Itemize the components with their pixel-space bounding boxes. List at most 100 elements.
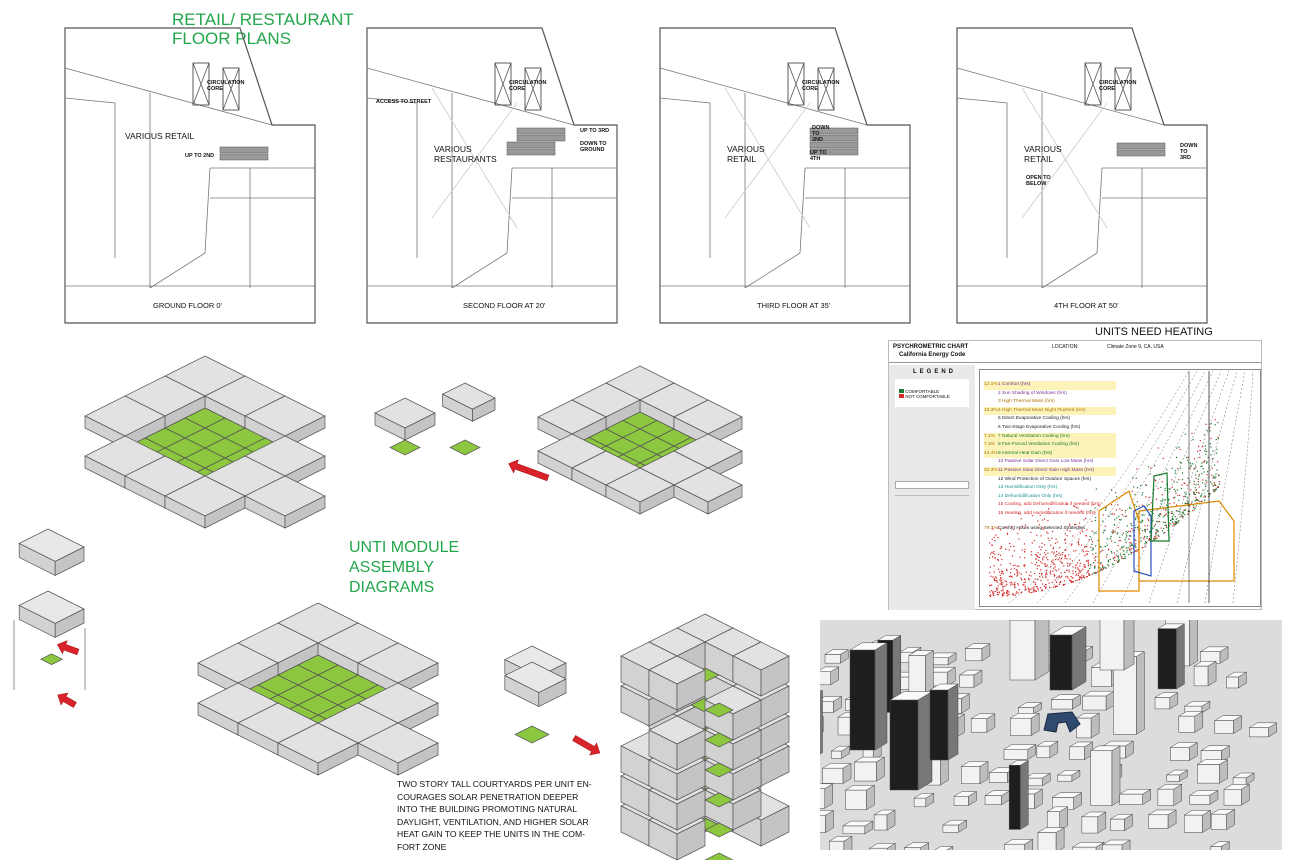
data-point (1145, 496, 1147, 498)
data-point (1046, 569, 1048, 571)
strategy-row[interactable]: 12.1%1 Comfort (hrs) (984, 381, 1116, 390)
data-point (1199, 456, 1201, 459)
strategy-row[interactable]: 15 Cooling, add Dehumidification if need… (984, 501, 1116, 510)
strategy-row[interactable]: 14 Dehumidification Only (hrs) (984, 493, 1116, 502)
data-point (995, 534, 997, 536)
data-point (1145, 541, 1147, 543)
data-point (1053, 551, 1055, 553)
data-point (1113, 530, 1115, 533)
data-point (1114, 559, 1116, 562)
data-point (1162, 457, 1164, 459)
strategy-label: 8 Fan-Forced Ventilation Cooling (hrs) (998, 442, 1080, 448)
strategy-label: 4 High Thermal Mass Night Flushed (hrs) (998, 407, 1086, 413)
strategy-row[interactable]: 16 Heating, add Humidification if needed… (984, 510, 1116, 519)
chart-controls[interactable] (895, 495, 969, 595)
chart-title: PSYCHROMETRIC CHART (893, 344, 969, 350)
data-point (992, 593, 994, 595)
data-point (1084, 555, 1086, 557)
building (1003, 838, 1034, 850)
side-face (538, 678, 567, 708)
strategy-row[interactable]: 3 High Thermal Mass (hrs) (984, 398, 1116, 407)
building-roof (1183, 701, 1211, 707)
data-point (997, 553, 1000, 555)
data-point (1145, 506, 1147, 508)
data-point (1015, 592, 1017, 594)
data-point (1215, 488, 1217, 490)
strategy-row[interactable]: 5 Direct Evaporative Cooling (hrs) (984, 415, 1116, 424)
data-point (1189, 505, 1191, 507)
data-point (1158, 514, 1160, 516)
building-roof (853, 756, 886, 763)
data-point (1071, 560, 1073, 562)
stair (1116, 149, 1166, 157)
plan-outline (366, 27, 618, 324)
data-point (1171, 517, 1173, 520)
data-point (1036, 534, 1038, 536)
data-point (1099, 570, 1101, 572)
strategy-row[interactable]: 22.3%11 Passive Solar Direct Gain High M… (984, 466, 1116, 476)
data-point (1065, 549, 1067, 551)
space-label: VARIOUS RETAIL (1024, 144, 1062, 164)
data-point (1047, 552, 1049, 554)
building-face (965, 648, 983, 662)
data-point (1186, 502, 1188, 504)
data-point (1139, 528, 1141, 530)
data-point (1048, 508, 1050, 510)
data-point (1064, 554, 1066, 556)
building (1213, 715, 1243, 734)
strategy-row[interactable]: 7.1%7 Natural Ventilation Cooling (hrs) (984, 432, 1116, 442)
strategy-row[interactable]: 12 Wind Protection of Outdoor Spaces (hr… (984, 476, 1116, 485)
building-side (947, 683, 959, 761)
data-point (1140, 521, 1142, 524)
data-point (1184, 513, 1186, 516)
data-point (1010, 572, 1012, 574)
strategy-row[interactable]: 7.3%8 Fan-Forced Ventilation Cooling (hr… (984, 441, 1116, 450)
stair-label: DOWN TO GROUND (580, 141, 607, 153)
strategy-percent: 7.3% (984, 442, 995, 448)
building-face (1110, 818, 1125, 831)
data-point (1069, 558, 1071, 560)
data-point (1193, 492, 1195, 495)
data-point (1094, 560, 1096, 562)
data-point (1206, 462, 1208, 464)
data-point (993, 577, 995, 580)
data-point (1194, 487, 1196, 489)
data-point (1171, 467, 1173, 469)
building-face (913, 797, 927, 808)
strategy-row[interactable]: 44.4%9 Internal Heat Gain (hrs) (984, 449, 1116, 459)
wall (64, 93, 315, 289)
data-point (990, 575, 992, 577)
criteria-select[interactable] (895, 481, 969, 489)
data-point (1129, 535, 1131, 537)
strategy-row[interactable]: 6 Two-Stage Evaporative Cooling (hrs) (984, 424, 1116, 433)
building (1196, 759, 1229, 784)
data-point (1209, 430, 1211, 432)
strategy-row[interactable]: 15.3%4 High Thermal Mass Night Flushed (… (984, 406, 1116, 416)
data-point (1092, 548, 1094, 550)
data-point (1006, 592, 1009, 594)
strategy-row[interactable]: 13 Humidification Only (hrs) (984, 484, 1116, 493)
data-point (1053, 553, 1055, 555)
data-point (1089, 535, 1091, 538)
building-face (845, 789, 867, 810)
strategy-row[interactable]: 10 Passive Solar Direct Gain Low Mass (h… (984, 458, 1116, 467)
data-point (1136, 468, 1138, 470)
data-point (1025, 571, 1027, 573)
data-point (1053, 563, 1055, 565)
data-point (1217, 486, 1219, 488)
data-point (1042, 528, 1044, 530)
strategy-row[interactable]: 2 Sun Shading of Windows (hrs) (984, 390, 1116, 399)
data-point (1095, 517, 1097, 519)
data-point (1171, 512, 1174, 515)
data-point (1206, 471, 1209, 473)
data-point (997, 527, 999, 529)
data-point (1172, 525, 1174, 527)
top-face (704, 822, 734, 838)
data-point (1152, 520, 1154, 522)
data-point (1195, 498, 1197, 500)
data-point (1014, 586, 1016, 588)
data-point (1086, 553, 1089, 555)
data-point (1010, 575, 1012, 577)
data-point (1030, 591, 1032, 594)
data-point (1046, 531, 1048, 533)
